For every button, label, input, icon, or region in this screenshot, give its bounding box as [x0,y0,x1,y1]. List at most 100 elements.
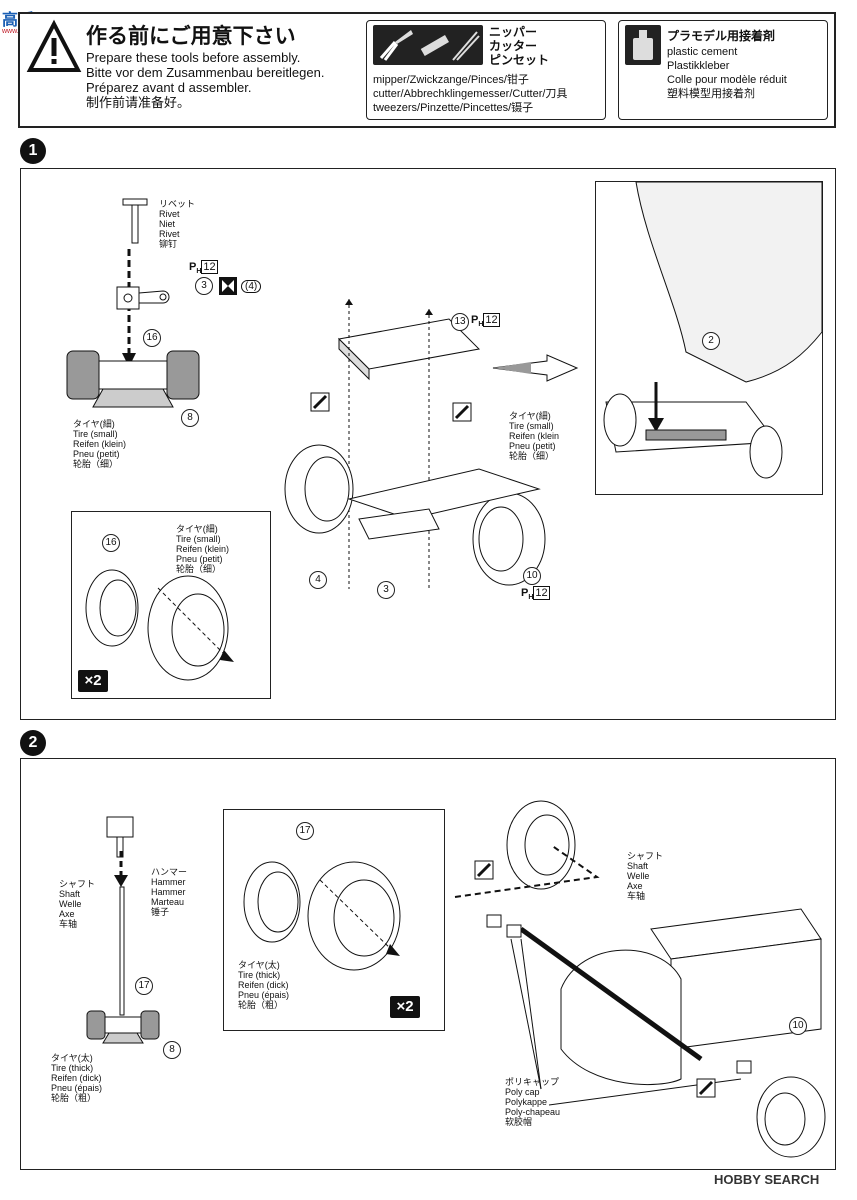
hammer-label-line: ハンマー [151,867,188,877]
part-8b-callout: 8 [163,1041,181,1059]
tire-thick-inset-label: タイヤ(太) Tire (thick) Reifen (dick) Pneu (… [238,960,289,1010]
tools-lines: mipper/Zwickzange/Pinces/钳子 cutter/Abbre… [373,73,567,115]
cement-line: plastic cement [667,46,738,58]
hammer-label-line: Hammer [151,887,186,897]
ph-letter: P [189,261,197,273]
tire-small-left-label: タイヤ(細) Tire (small) Reifen (klein) Pneu … [73,419,126,469]
step-2-panel: ハンマー Hammer Hammer Marteau 锤子 シャフト Shaft… [20,758,836,1170]
tire-small-inset-label: タイヤ(細) Tire (small) Reifen (klein) Pneu … [176,524,229,574]
hinge-icon [219,277,237,295]
wheel-and-tire-icon [85,569,234,681]
part-4-callout: 4 [309,571,327,589]
inset-part-17-callout: 17 [296,822,314,840]
ph-sub: H [528,594,534,602]
tire-label-line: Tire (thick) [51,1063,94,1073]
shaft-icon [119,886,125,1016]
hammer-icon [106,816,134,858]
shaft-left-label: シャフト Shaft Welle Axe 车轴 [59,879,95,929]
tire-label-line: Pneu (petit) [73,449,120,459]
header-line: 制作前请准备好。 [86,95,191,110]
shaft-label-line: シャフト [627,851,664,861]
glue-icon-wheel [696,1078,716,1098]
ph-num: 12 [533,586,550,600]
tire-label-line: Pneu (petit) [509,441,556,451]
chassis-exploded-view [284,299,546,589]
rivet-icon [122,198,148,244]
watermark-bottom-text: HOBBY SEARCH [714,1172,820,1187]
header-line: Bitte vor dem Zusammenbau bereitlegen. [86,65,325,80]
hand-illustration [603,181,823,479]
shaft-label-line: Shaft [627,861,649,871]
header-line: Prepare these tools before assembly. [86,50,301,65]
ph-num: 12 [201,260,218,274]
part-8-callout: 8 [181,409,199,427]
cement-heading: プラモデル用接着剤 [667,29,776,43]
hammer-label-line: Hammer [151,877,186,887]
header-title: 作る前にご用意下さい [86,25,296,48]
ph-letter: P [521,587,529,599]
tire-label-line: 轮胎（粗） [238,1000,284,1010]
shaft-label-line: Shaft [59,889,81,899]
ph-sub: H [196,268,202,276]
tire-label-line: Tire (thick) [238,970,281,980]
tire-label-line: 轮胎（细） [176,564,222,574]
tire-label-line: 轮胎（粗） [51,1093,97,1103]
tools-heading-line: ニッパー [489,25,538,39]
thick-tire-axle [86,1010,160,1044]
detail-arrow [492,354,579,382]
tools-line: tweezers/Pinzette/Pincettes/镊子 [373,102,534,114]
tire-label-line: Reifen (dick) [51,1073,102,1083]
tire-label-line: Tire (small) [509,421,554,431]
warning-icon [26,19,82,72]
tire-label-line: Pneu (petit) [176,554,223,564]
hammer-label: ハンマー Hammer Hammer Marteau 锤子 [151,867,187,917]
rear-axle-assembly [454,800,826,1158]
polycap-label: ポリキャップ Poly cap Polykappe Poly-chapeau 软… [505,1077,560,1127]
cement-box: プラモデル用接着剤 plastic cement Plastikkleber C… [618,20,828,120]
tools-icon-panel [373,25,483,65]
tire-label-line: Tire (small) [73,429,118,439]
part-3-callout: 3 [195,277,213,295]
rivet-label-line: リベット [159,199,196,209]
rivet-label-line: 铆钉 [159,239,178,249]
tools-line: cutter/Abbrechklingemesser/Cutter/刀具 [373,88,568,100]
tire-label-line: タイヤ(細) [73,419,115,429]
hammer-label-line: 锤子 [151,907,170,917]
shaft-right-label: シャフト Shaft Welle Axe 车轴 [627,851,663,901]
step-2-inset-box: 17 タイヤ(太) Tire (thick) Reifen (dick) Pne… [223,809,445,1031]
part-2-callout: 2 [702,332,720,350]
header-line: Préparez avant d assembler. [86,80,252,95]
tire-label-line: Reifen (dick) [238,980,289,990]
quantity-badge: ×2 [78,670,108,692]
part-4-ref: (4) [241,280,262,293]
watermark-bottom: HOBBY SEARCH [714,1172,819,1187]
polycap-label-line: Poly cap [505,1087,540,1097]
cutter-icon [420,35,449,56]
tools-heading: ニッパー カッター ピンセット [489,25,549,67]
header-lines: Prepare these tools before assembly. Bit… [86,50,324,110]
glue-icon-shaft [474,860,494,880]
tools-box: ニッパー カッター ピンセット mipper/Zwickzange/Pinces… [366,20,606,120]
cement-line: 塑料模型用接着剂 [667,88,755,100]
step-2-number: 2 [20,730,46,756]
small-tire-axle [66,350,200,408]
bracket-part [116,286,170,310]
tire-label-line: タイヤ(細) [509,411,551,421]
glue-icon-left [310,392,330,412]
shaft-label-line: Axe [59,909,75,919]
tire-label-line: Reifen (klein [509,431,560,441]
part-17-callout: 17 [135,977,153,995]
hammer-label-line: Marteau [151,897,185,907]
cement-icon-panel [625,25,661,65]
tire-label-line: タイヤ(細) [176,524,218,534]
rivet-label: リベット Rivet Niet Rivet 铆钉 [159,199,195,249]
shaft-label-line: 车轴 [627,891,646,901]
tools-line: mipper/Zwickzange/Pinces/钳子 [373,74,529,86]
tire-label-line: Pneu (épais) [51,1083,103,1093]
tools-heading-line: ピンセット [489,53,550,67]
inset-part-16-callout: 16 [102,534,120,552]
part-16-callout: 16 [143,329,161,347]
